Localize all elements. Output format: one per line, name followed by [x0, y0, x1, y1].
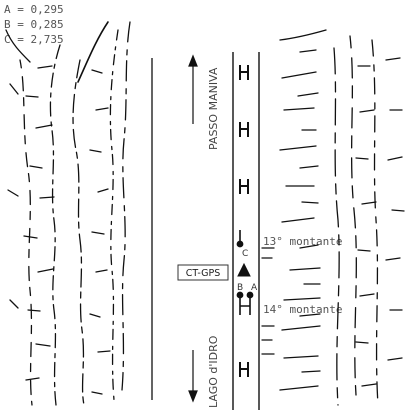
direction-arrows: [188, 54, 198, 403]
point-c-marker: [236, 240, 244, 248]
triangle-icon: [237, 262, 251, 277]
point-a-label: A: [251, 283, 258, 293]
guardrail-post: [239, 362, 249, 377]
legend-c: C = 2,735: [4, 33, 64, 46]
guardrail-posts: [239, 65, 249, 377]
point-a-marker: [246, 291, 254, 299]
guardrail-post: [239, 122, 249, 137]
left-embankment-sketch: [5, 21, 131, 406]
measurement-legend: A = 0,295 B = 0,285 C = 2,735: [4, 3, 64, 46]
station-label: CT-GPS: [186, 268, 220, 279]
legend-a: A = 0,295: [4, 3, 64, 16]
station-box: CT-GPS: [177, 264, 229, 281]
road: [232, 52, 260, 410]
point-c-label: C: [242, 249, 248, 259]
survey-points: [236, 230, 254, 315]
direction-label-north: PASSO MANIVA: [207, 67, 220, 150]
guardrail-post: [239, 65, 249, 80]
guardrail-post: [239, 297, 251, 315]
point-b-label: B: [237, 283, 243, 293]
upper-post-label: 13° montante: [263, 235, 342, 248]
point-b-marker: [236, 291, 244, 299]
direction-label-south: LAGO d'IDRO: [207, 335, 220, 408]
legend-b: B = 0,285: [4, 18, 64, 31]
lower-post-label: 14° montante: [263, 303, 342, 316]
guardrail-post: [239, 179, 249, 194]
right-embankment-sketch: [261, 29, 405, 406]
